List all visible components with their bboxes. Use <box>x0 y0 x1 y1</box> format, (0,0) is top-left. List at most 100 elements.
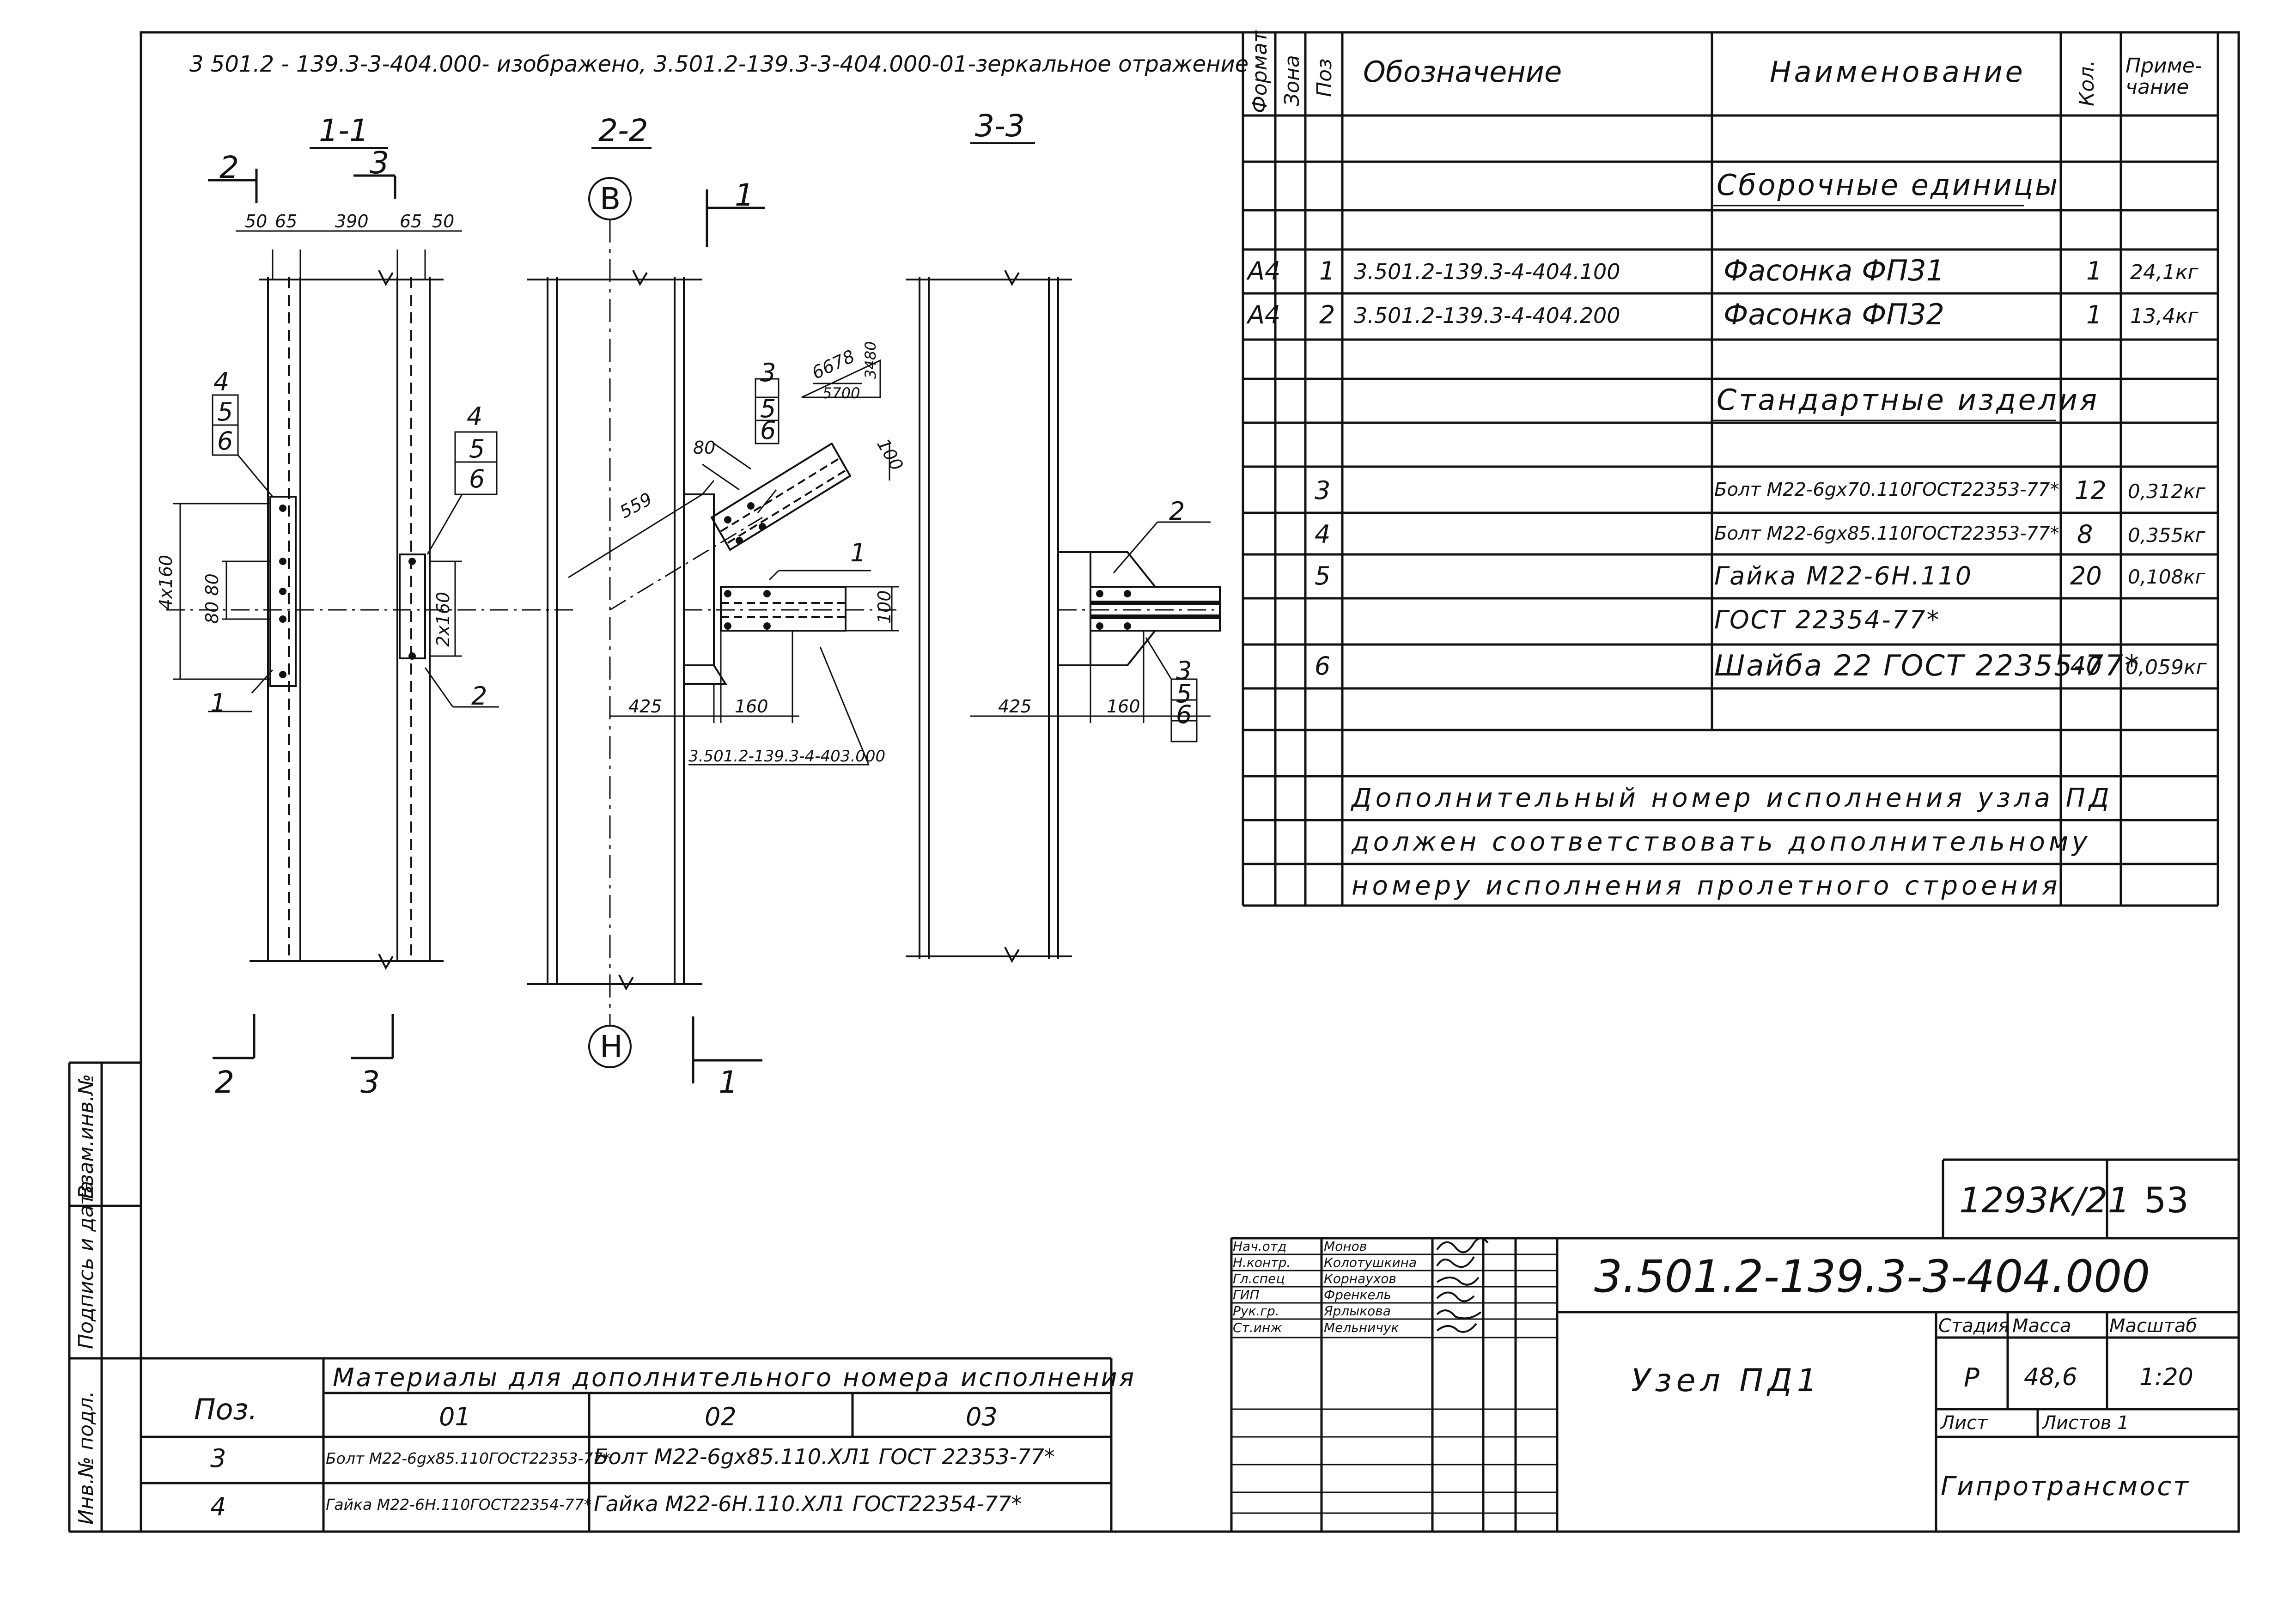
dim-65-left: 65 <box>275 211 298 231</box>
callout-4-left: 4 <box>213 367 230 396</box>
dim-50-left: 50 <box>245 211 268 231</box>
materials-row1-pos: 3 <box>210 1444 226 1473</box>
callout-4-right: 4 <box>467 402 483 431</box>
mass-header: Масса <box>2012 1315 2071 1337</box>
spec-row4-pos: 4 <box>1315 520 1331 549</box>
spec-group-assemblies: Сборочные единицы <box>1717 168 2060 202</box>
signature-1 <box>1436 1237 1489 1253</box>
callout-1-view1: 1 <box>210 688 226 718</box>
stamp-role-4: ГИП <box>1233 1287 1260 1302</box>
spec-row5-qty: 20 <box>2070 561 2102 590</box>
album-number: 1293К/21 <box>1959 1180 2130 1221</box>
signature-4 <box>1436 1291 1475 1302</box>
spec-row6-name: Шайба 22 ГОСТ 22355-77* <box>1714 649 2140 682</box>
materials-row1-01: Болт М22-6gx85.110ГОСТ22353-77* <box>326 1449 610 1467</box>
section-title-3-3: 3-3 <box>975 108 1025 144</box>
page-number: 53 <box>2144 1180 2189 1221</box>
spec-row1-pos: 1 <box>1319 256 1335 286</box>
spec-note-line1: Дополнительный номер исполнения узла ПД <box>1352 783 2113 813</box>
spec-row3-pos: 3 <box>1315 476 1331 505</box>
spec-row6-pos: 6 <box>1315 651 1331 681</box>
spec-row2-format: А4 <box>1248 300 1281 329</box>
stamp-name-2: Колотушкина <box>1324 1255 1417 1270</box>
materials-row1-0203: Болт М22-6gx85.110.ХЛ1 ГОСТ 22353-77* <box>594 1444 1055 1469</box>
stamp-role-3: Гл.спец <box>1233 1271 1285 1286</box>
stamp-name-4: Френкель <box>1324 1287 1391 1302</box>
axis-marker-b: В <box>600 181 621 217</box>
spec-row1-designation: 3.501.2-139.3-4-404.100 <box>1354 259 1620 284</box>
callout-6-right: 6 <box>469 464 485 493</box>
spec-row3-note: 0,312кг <box>2128 480 2205 503</box>
cut-mark-2-top: 2 <box>219 150 239 185</box>
dim-50-right: 50 <box>432 211 455 231</box>
spec-row3-qty: 12 <box>2075 476 2107 505</box>
spec-row2-note: 13,4кг <box>2130 304 2199 328</box>
materials-row2-pos: 4 <box>210 1492 226 1521</box>
materials-row2-0203: Гайка М22-6Н.110.ХЛ1 ГОСТ22354-77* <box>594 1491 1022 1516</box>
cut-mark-3-top: 3 <box>370 145 389 181</box>
stage-header: Стадия <box>1938 1315 2010 1337</box>
callout-3-view3: 3 <box>1176 656 1192 685</box>
callout-6-view3: 6 <box>1176 700 1192 729</box>
spec-row1-qty: 1 <box>2086 256 2102 286</box>
callout-5-right: 5 <box>469 434 485 463</box>
spec-group-standard: Стандартные изделия <box>1717 383 2100 417</box>
sheet-frame <box>140 31 2240 1533</box>
stamp-role-1: Нач.отд <box>1233 1239 1287 1254</box>
bolts <box>279 502 1131 678</box>
spec-row5-note: 0,108кг <box>2128 566 2205 588</box>
section-title-1-1: 1-1 <box>319 113 369 148</box>
signature-6 <box>1436 1323 1477 1333</box>
dim-160-view3: 160 <box>1107 696 1140 717</box>
stamp-role-5: Рук.гр. <box>1233 1303 1279 1319</box>
spec-note-line3: номеру исполнения пролетного строения <box>1352 871 2061 901</box>
dim-65-right: 65 <box>400 211 422 231</box>
spec-row4-note: 0,355кг <box>2128 524 2205 547</box>
stage-value: Р <box>1964 1363 1979 1393</box>
materials-title: Материалы для дополнительного номера исп… <box>333 1363 1136 1392</box>
drawing-title: Узел ПД1 <box>1631 1362 1822 1399</box>
materials-table-lines <box>141 1357 1113 1532</box>
callout-5-left: 5 <box>217 397 233 426</box>
callout-3-view2: 3 <box>760 358 776 387</box>
title-block-lines <box>1230 1158 2239 1532</box>
organization-name: Гипротрансмост <box>1941 1472 2190 1502</box>
spec-row2-qty: 1 <box>2086 300 2102 329</box>
spec-header-note: Приме- чание <box>2125 54 2202 99</box>
view-3-3 <box>906 142 1221 963</box>
spec-row1-note: 24,1кг <box>2130 261 2199 284</box>
spec-row2-pos: 2 <box>1319 300 1335 329</box>
callout-5-view2: 5 <box>760 394 776 423</box>
signature-5 <box>1436 1309 1482 1320</box>
materials-col-02: 02 <box>705 1402 737 1431</box>
spec-row5-name-cont: ГОСТ 22354-77* <box>1714 605 1941 634</box>
callout-2-view1: 2 <box>471 681 487 711</box>
signature-3 <box>1436 1277 1480 1286</box>
view-1-1 <box>166 147 573 1059</box>
sheet-header: Лист <box>1941 1412 1988 1434</box>
callout-1-view2: 1 <box>850 538 866 567</box>
spec-row4-qty: 8 <box>2077 520 2093 549</box>
cut-mark-3-bottom: 3 <box>360 1064 380 1100</box>
scale-header: Масштаб <box>2109 1315 2198 1337</box>
spec-row2-designation: 3.501.2-139.3-4-404.200 <box>1354 303 1620 328</box>
dim-390: 390 <box>335 211 369 231</box>
spec-header-name: Наименование <box>1770 55 2026 89</box>
stamp-name-6: Мельничук <box>1324 1320 1399 1335</box>
document-code: 3.501.2-139.3-3-404.000 <box>1594 1251 2150 1302</box>
slope-base: 5700 <box>822 384 860 402</box>
stamp-name-3: Корнаухов <box>1324 1271 1397 1286</box>
stamp-role-2: Н.контр. <box>1233 1255 1291 1270</box>
spec-row6-note: 0,059кг <box>2125 656 2207 679</box>
mass-value: 48,6 <box>2024 1363 2077 1391</box>
spec-header-designation: Обозначение <box>1363 55 1562 89</box>
callout-6-view2: 6 <box>760 416 776 445</box>
spec-table-lines <box>1242 32 2219 907</box>
spec-row6-qty: 40 <box>2070 651 2102 681</box>
header-note: 3 501.2 - 139.3-3-404.000- изображено, 3… <box>189 51 1249 77</box>
stamp-name-5: Ярлыкова <box>1324 1303 1391 1319</box>
cut-mark-1-top: 1 <box>735 177 754 213</box>
dim-160-view2: 160 <box>735 696 768 717</box>
